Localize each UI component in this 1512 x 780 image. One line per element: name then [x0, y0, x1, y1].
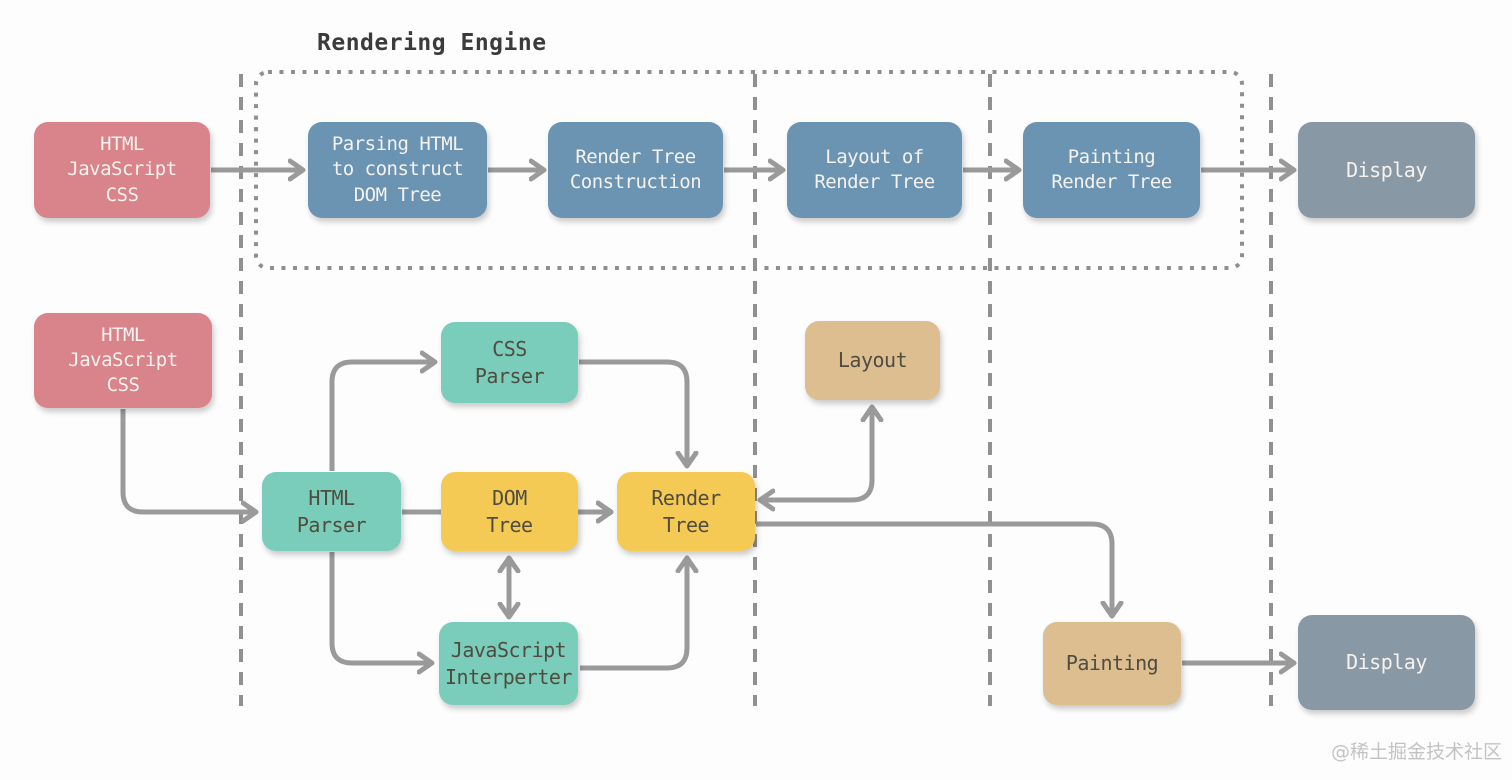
node-display-bottom: Display — [1298, 615, 1475, 710]
node-display-top: Display — [1298, 122, 1475, 218]
diagram-title: Rendering Engine — [317, 30, 547, 56]
node-painting-render-tree: Painting Render Tree — [1023, 122, 1200, 218]
node-dom-tree: DOM Tree — [441, 472, 578, 551]
node-js-interpreter: JavaScript Interperter — [439, 622, 578, 705]
edge-htmlparser-to-jsinterpreter — [329, 552, 432, 663]
edge-htmlparser-to-cssparser — [329, 362, 435, 471]
watermark: @稀土掘金技术社区 — [1330, 741, 1502, 763]
edge-source-to-htmlparser — [120, 409, 256, 512]
edge-rendertree-to-painting — [756, 521, 1112, 616]
node-layout: Layout — [805, 321, 940, 400]
node-source-top: HTML JavaScript CSS — [34, 122, 210, 218]
node-css-parser: CSS Parser — [441, 322, 578, 403]
node-painting: Painting — [1043, 622, 1181, 705]
node-render-tree-construction: Render Tree Construction — [548, 122, 723, 218]
edge-rendertree-layout-two-way — [760, 407, 872, 500]
node-source-bottom: HTML JavaScript CSS — [34, 313, 212, 408]
edge-cssparser-to-rendertree — [579, 359, 687, 466]
node-html-parser: HTML Parser — [262, 472, 401, 551]
node-render-tree: Render Tree — [617, 472, 755, 551]
edge-jsinterpreter-to-rendertree — [580, 558, 687, 671]
node-parsing-html: Parsing HTML to construct DOM Tree — [308, 122, 487, 218]
node-layout-of-render-tree: Layout of Render Tree — [787, 122, 962, 218]
